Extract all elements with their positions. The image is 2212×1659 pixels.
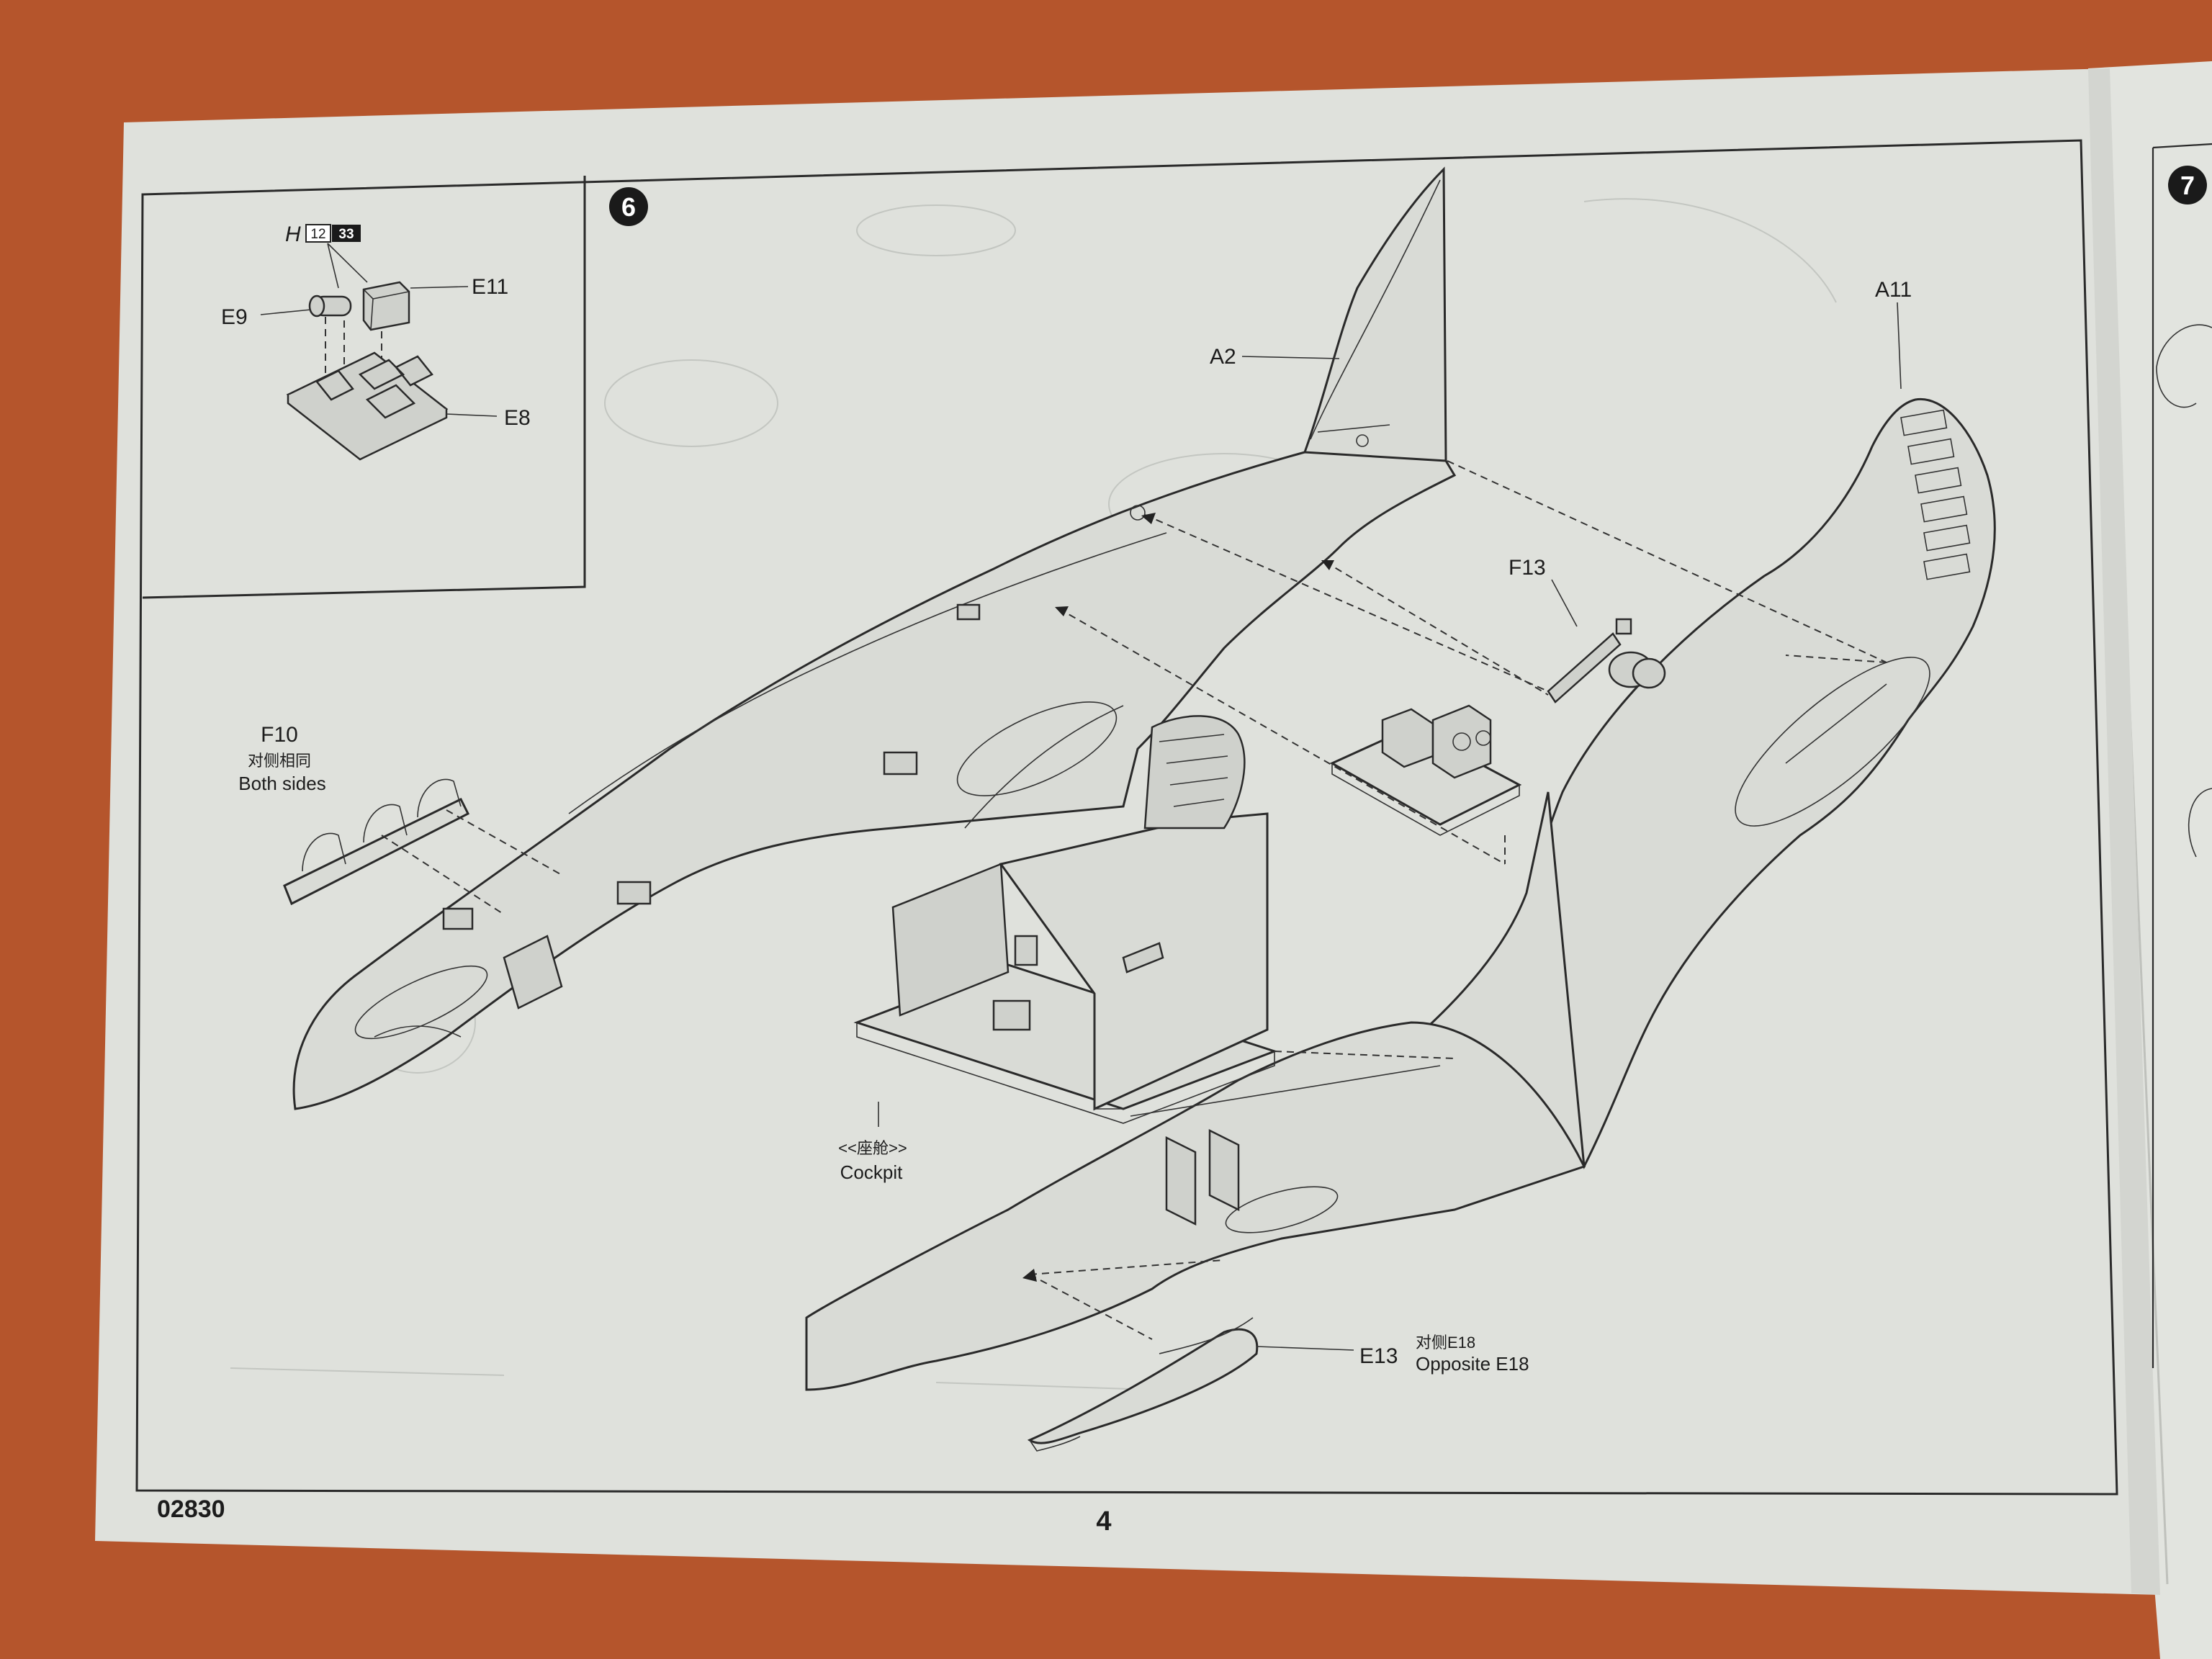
bleed-through-ghosts	[230, 198, 1837, 1390]
part-label-e9: E9	[221, 305, 248, 329]
paper-page	[95, 68, 2160, 1595]
e13-note-cn: 对侧E18	[1416, 1334, 1475, 1352]
next-step-number-badge: 7	[2168, 166, 2207, 204]
side-bracket-part	[283, 778, 470, 906]
cockpit-label-cn: <<座舱>>	[838, 1139, 907, 1157]
next-step-frame-edge	[2152, 143, 2212, 1368]
inset-drawing: H 12 33 E9 E11 E8	[221, 222, 531, 461]
tail-wheel-part	[1547, 618, 1666, 703]
svg-text:7: 7	[2180, 171, 2195, 200]
inset-box	[142, 176, 586, 599]
step-number-badge: 6	[609, 187, 648, 226]
part-label-a11: A11	[1875, 278, 1912, 302]
part-label-e8: E8	[504, 406, 531, 430]
paint-code-2: 33	[338, 227, 354, 242]
sprue-letter: H	[285, 222, 301, 246]
part-label-f13: F13	[1509, 556, 1546, 580]
leader-lines	[878, 302, 1902, 1351]
part-label-a2: A2	[1210, 345, 1236, 369]
paint-code-1: 12	[310, 227, 325, 242]
e13-note-en: Opposite E18	[1416, 1353, 1529, 1375]
cockpit-label-en: Cockpit	[840, 1161, 903, 1183]
fuselage-drawing	[283, 166, 1996, 1452]
kit-number: 02830	[157, 1496, 225, 1523]
f10-note-cn: 对侧相同	[248, 752, 311, 770]
page-number: 4	[1096, 1506, 1111, 1537]
part-label-e11: E11	[472, 275, 508, 299]
page-frame	[135, 139, 2118, 1496]
part-label-e13: E13	[1359, 1344, 1398, 1368]
part-label-f10: F10	[261, 723, 298, 747]
equipment-subassembly	[1329, 704, 1522, 836]
f10-note-en: Both sides	[238, 773, 325, 794]
svg-text:6: 6	[621, 192, 636, 222]
